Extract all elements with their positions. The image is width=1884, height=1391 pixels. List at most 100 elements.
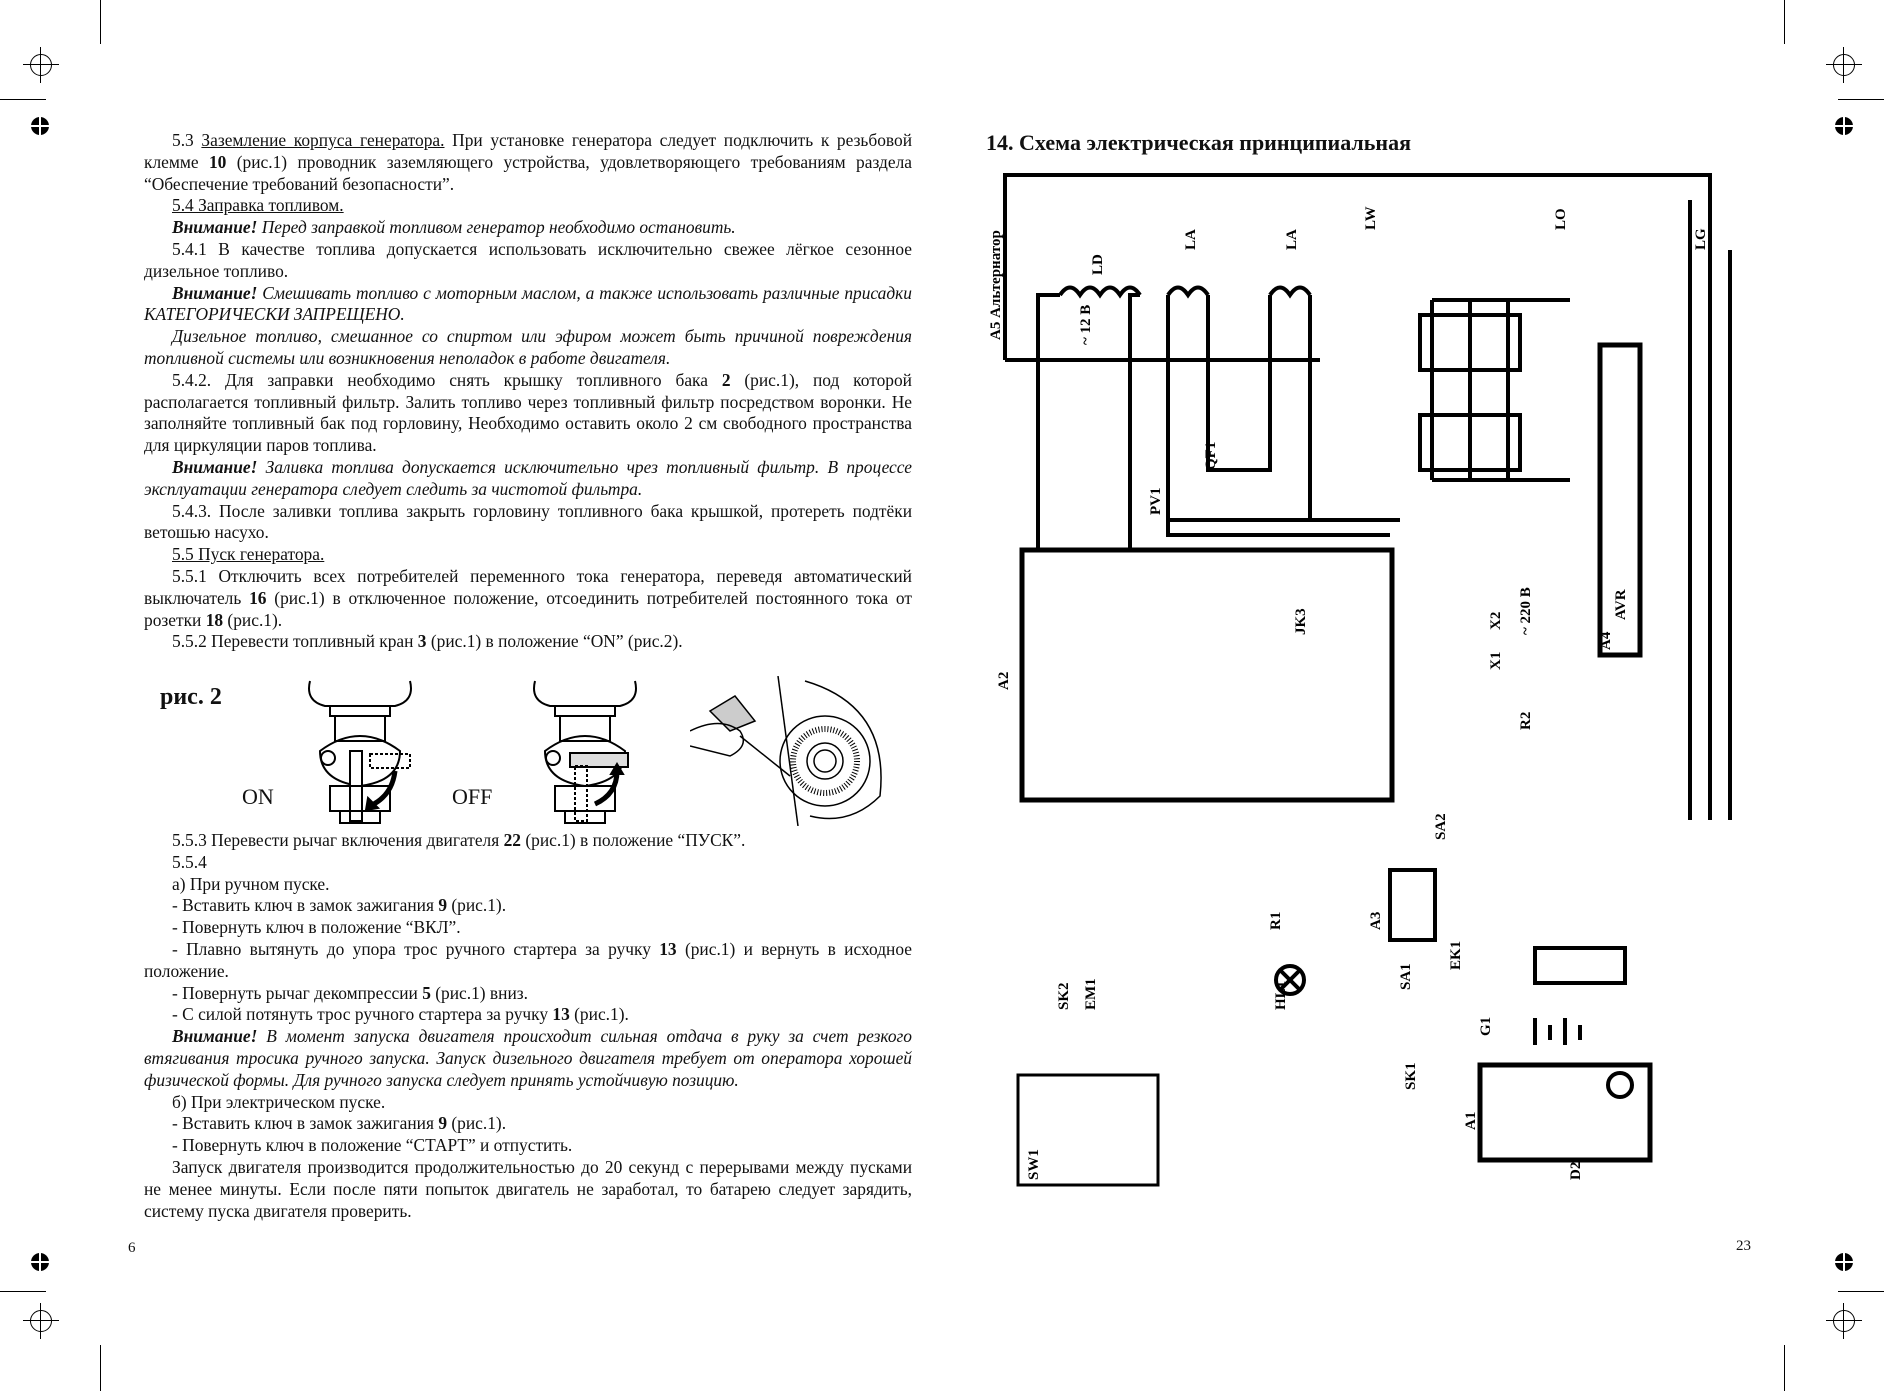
ref-number: 9 bbox=[438, 1113, 448, 1134]
warning-label: Внимание! bbox=[172, 456, 258, 477]
label-a5: A5 Альтернатор bbox=[990, 230, 1004, 340]
text: Перед заправкой топливом генератор необх… bbox=[257, 217, 736, 238]
figure-label-off: OFF bbox=[452, 784, 493, 809]
text: При установке генератора следует подключ… bbox=[144, 130, 913, 172]
wire bbox=[1166, 520, 1390, 537]
text: а) При ручном пуске. bbox=[172, 873, 330, 894]
text: 5.4.2. Для заправки необходимо снять кры… bbox=[172, 369, 722, 390]
warning-1: Внимание! Перед заправкой топливом генер… bbox=[144, 217, 912, 239]
text: (рис.1) проводник заземляющего устройств… bbox=[144, 151, 912, 194]
electric-step-1: - Вставить ключ в замок зажигания 9 (рис… bbox=[144, 1113, 912, 1135]
text: 5.5.4 bbox=[172, 851, 207, 872]
label-avr: AVR bbox=[1613, 589, 1629, 620]
electric-start-heading: б) При электрическом пуске. bbox=[144, 1092, 912, 1114]
label-r1: R1 bbox=[1268, 912, 1284, 930]
module-a3 bbox=[1388, 868, 1437, 942]
label-sa1: SA1 bbox=[1398, 963, 1414, 990]
text: - Плавно вытянуть до упора трос ручного … bbox=[172, 938, 660, 959]
label-a2: A2 bbox=[996, 672, 1012, 690]
manual-step-1: - Вставить ключ в замок зажигания 9 (рис… bbox=[144, 895, 912, 917]
registration-mark-icon bbox=[1835, 1253, 1853, 1271]
warning-2: Внимание! Смешивать топливо с моторным м… bbox=[144, 283, 912, 327]
text: (рис.1) вниз. bbox=[430, 982, 528, 1003]
label-la: LA bbox=[1183, 229, 1199, 250]
start-duration-note: Запуск двигателя производится продолжите… bbox=[144, 1157, 912, 1222]
label-em1: EM1 bbox=[1083, 978, 1099, 1010]
registration-mark-icon bbox=[1835, 117, 1853, 135]
label-voltage-220: ~ 220 В bbox=[1518, 587, 1534, 635]
text: 5.5.3 Перевести рычаг включения двигател… bbox=[172, 830, 504, 850]
manual-step-4: - Повернуть рычаг декомпрессии 5 (рис.1)… bbox=[144, 983, 912, 1005]
registration-mark-icon bbox=[23, 47, 59, 83]
text: Запуск двигателя производится продолжите… bbox=[144, 1156, 912, 1221]
module-avr bbox=[1597, 342, 1643, 658]
warning-label: Внимание! bbox=[172, 1026, 258, 1047]
section-heading: 5.4 Заправка топливом. bbox=[172, 195, 344, 216]
text: 5.5.2 Перевести топливный кран bbox=[172, 631, 418, 652]
winding-la2 bbox=[1268, 285, 1312, 299]
ref-number: 5 bbox=[422, 982, 431, 1003]
text: Смешивать топливо с моторным маслом, а т… bbox=[144, 282, 912, 325]
text: 5.4.3. После заливки топлива закрыть гор… bbox=[144, 500, 912, 543]
left-page-text-continued: 5.5.3 Перевести рычаг включения двигател… bbox=[144, 830, 912, 1222]
crop-mark bbox=[0, 99, 46, 100]
manual-start-heading: а) При ручном пуске. bbox=[144, 874, 912, 896]
ref-number: 13 bbox=[659, 938, 677, 959]
manual-step-2: - Повернуть ключ в положение “ВКЛ”. bbox=[144, 917, 912, 939]
section-5-5-heading: 5.5 Пуск генератора. bbox=[144, 544, 912, 566]
text: (рис.1). bbox=[223, 609, 283, 630]
section-5-5-4: 5.5.4 bbox=[144, 852, 912, 874]
ref-number: 18 bbox=[205, 609, 224, 630]
registration-mark-icon bbox=[1826, 47, 1862, 83]
text: (рис.1) и вернуть в исходное положение. bbox=[144, 938, 912, 981]
text: - Повернуть ключ в положение “СТАРТ” и о… bbox=[172, 1135, 573, 1156]
ref-number: 3 bbox=[417, 631, 427, 652]
section-heading: 5.5 Пуск генератора. bbox=[172, 544, 325, 565]
crop-mark bbox=[100, 0, 101, 44]
motor-m bbox=[1606, 1071, 1634, 1099]
wire bbox=[1003, 173, 1712, 360]
label-qf1: QF1 bbox=[1203, 442, 1219, 470]
label-lg: LG bbox=[1693, 228, 1709, 250]
label-d2-relay: D2 bbox=[1568, 1162, 1584, 1180]
text: - Вставить ключ в замок зажигания bbox=[172, 895, 439, 916]
warning-3: Внимание! Заливка топлива допускается ис… bbox=[144, 457, 912, 501]
text: - С силой потянуть трос ручного стартера… bbox=[172, 1004, 553, 1025]
switch-sw1 bbox=[1016, 1073, 1160, 1187]
section-5-4-1: 5.4.1 В качестве топлива допускается исп… bbox=[144, 239, 912, 283]
text: (рис.1) в отключенное положение, отсоеди… bbox=[144, 587, 912, 630]
text: б) При электрическом пуске. bbox=[172, 1091, 386, 1112]
fuel-valve-off-illustration bbox=[533, 680, 637, 824]
text: (рис.1). bbox=[447, 1113, 507, 1134]
section-heading: Заземление корпуса генератора. bbox=[201, 130, 445, 150]
section-5-4-2: 5.4.2. Для заправки необходимо снять кры… bbox=[144, 370, 912, 457]
label-lw: LW bbox=[1363, 206, 1379, 230]
label-sa2: SA2 bbox=[1433, 813, 1449, 840]
text: - Вставить ключ в замок зажигания bbox=[172, 1113, 439, 1134]
section-number: 5.3 bbox=[172, 130, 202, 150]
registration-mark-icon bbox=[31, 117, 49, 135]
recoil-starter-illustration bbox=[690, 676, 882, 826]
wire bbox=[1036, 293, 1060, 360]
registration-mark-icon bbox=[23, 1303, 59, 1339]
ref-number: 9 bbox=[438, 895, 448, 916]
label-pv1: PV1 bbox=[1148, 488, 1164, 516]
crop-mark bbox=[1784, 1345, 1785, 1391]
text: - Повернуть рычаг декомпрессии bbox=[172, 982, 423, 1003]
manual-step-3: - Плавно вытянуть до упора трос ручного … bbox=[144, 939, 912, 983]
label-sw1: SW1 bbox=[1026, 1149, 1042, 1180]
electrical-schematic: A5 Альтернатор LD LA LA LW LO LG ~ 12 В … bbox=[990, 173, 1732, 1187]
ref-number: 2 bbox=[721, 369, 731, 390]
text: Дизельное топливо, смешанное со спиртом … bbox=[144, 326, 912, 368]
section-5-4-3: 5.4.3. После заливки топлива закрыть гор… bbox=[144, 501, 912, 545]
winding-ld bbox=[1058, 285, 1142, 299]
section-5-4-heading: 5.4 Заправка топливом. bbox=[144, 195, 912, 217]
ref-number: 22 bbox=[503, 830, 521, 850]
page-number-left: 6 bbox=[128, 1240, 136, 1256]
crop-mark bbox=[1784, 0, 1785, 44]
label-sk2: SK2 bbox=[1056, 982, 1072, 1010]
ref-number: 10 bbox=[208, 151, 227, 172]
label-lo: LO bbox=[1553, 208, 1569, 230]
warning-4: Внимание! В момент запуска двигателя про… bbox=[144, 1026, 912, 1091]
label-ek1: EK1 bbox=[1448, 941, 1464, 970]
